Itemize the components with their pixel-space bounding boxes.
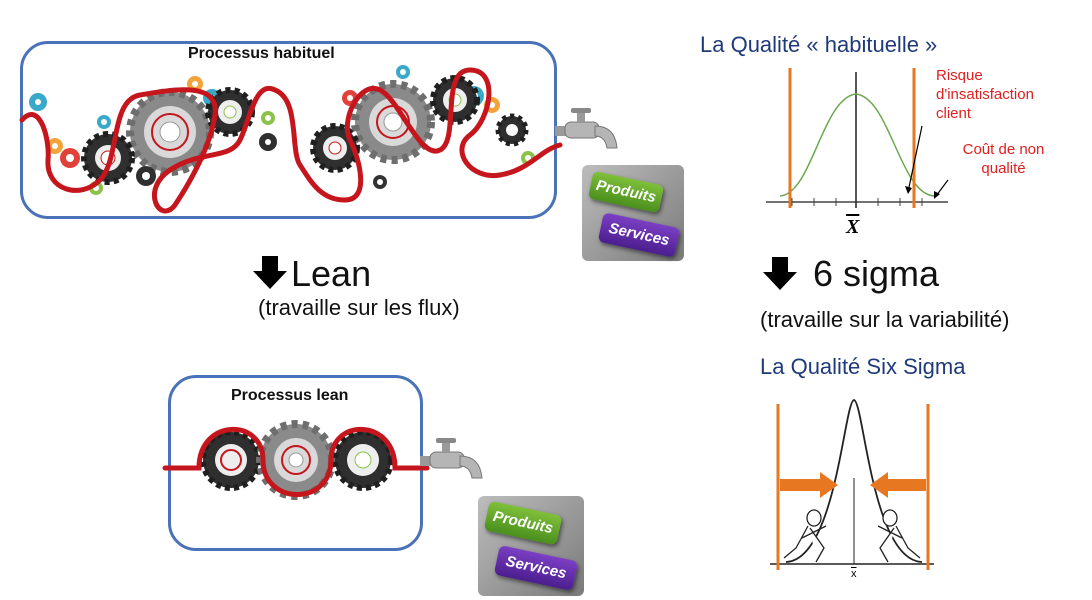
gear-icon <box>355 84 431 160</box>
normal-curve-six-sigma <box>766 398 946 588</box>
cost-label: Coût de non qualité <box>956 140 1051 178</box>
risk-label: Risque d'insatisfaction client <box>936 66 1066 123</box>
gear-icon <box>498 116 526 144</box>
sigma-subtitle: (travaille sur la variabilité) <box>760 307 1009 333</box>
gear-icon <box>60 148 80 168</box>
process-lean-title: Processus lean <box>231 387 348 405</box>
arrow-down-icon <box>763 257 799 291</box>
faucet-icon <box>420 438 490 488</box>
gears-cluster-top <box>0 40 560 240</box>
gear-icon <box>261 111 275 125</box>
lean-subtitle: (travaille sur les flux) <box>258 295 460 321</box>
xbar-six-sigma: x <box>851 568 857 580</box>
gear-icon <box>396 65 410 79</box>
xbar-usual: X <box>846 216 859 239</box>
quality-six-sigma-title: La Qualité Six Sigma <box>760 354 965 380</box>
faucet-icon <box>555 108 625 158</box>
gear-icon <box>313 126 357 170</box>
sigma-label: 6 sigma <box>813 253 939 295</box>
quality-usual-title: La Qualité « habituelle » <box>700 32 937 58</box>
arrow-down-icon <box>253 256 289 290</box>
arrow-left-icon <box>870 472 926 498</box>
gear-icon <box>373 175 387 189</box>
gear-icon <box>84 134 132 182</box>
gear-icon <box>259 133 277 151</box>
gear-icon <box>97 115 111 129</box>
lean-label: Lean <box>291 253 371 295</box>
arrow-right-icon <box>780 472 838 498</box>
pushing-figure-left <box>784 510 826 562</box>
gear-icon <box>29 93 47 111</box>
gear-icon <box>136 166 156 186</box>
normal-curve-usual <box>762 68 962 238</box>
pushing-figure-right <box>878 510 920 562</box>
gears-lean <box>165 418 445 518</box>
